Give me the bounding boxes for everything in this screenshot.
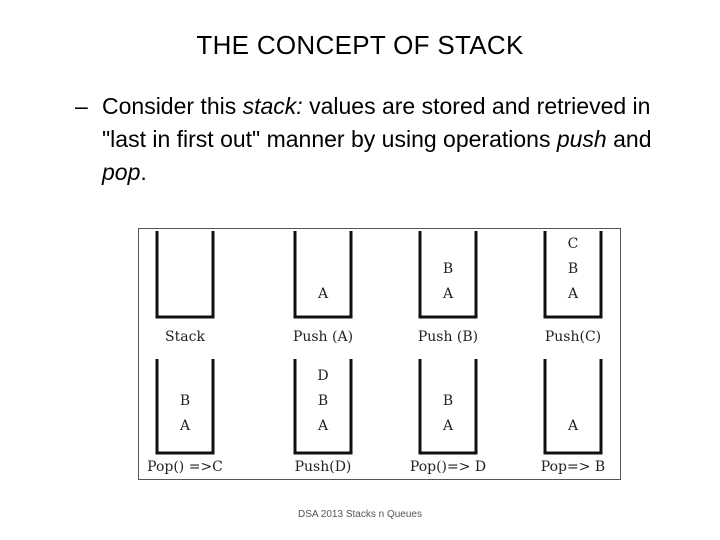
bullet-text-italic: pop [102,159,141,185]
slide-title: THE CONCEPT OF STACK [196,30,524,60]
stack-item: A [317,418,329,434]
bullet-text: Consider this stack: values are stored a… [102,90,672,189]
stack-item: A [442,286,454,302]
stack-operation-label: Push (A) [293,329,353,345]
stack-item: A [442,418,454,434]
slide-footer: DSA 2013 Stacks n Queues [298,509,422,520]
stack-item: B [180,393,190,409]
stack-item: B [443,393,453,409]
stack-operation-label: Stack [165,329,205,345]
stack-item: B [318,393,328,409]
stack-figure: A Pop=> B [541,359,605,475]
bullet-text-part: Consider this [102,93,243,119]
stack-container [543,231,603,319]
stack-container [543,359,603,455]
stack-item: B [568,261,578,277]
bullet-text-italic: stack: [242,93,303,119]
stack-item: A [567,418,579,434]
bullet-dash: – [75,93,88,119]
stack-container [155,231,215,319]
stack-container [293,359,353,455]
stack-figure: Stack [155,231,215,345]
stack-operation-label: Push(C) [545,329,601,345]
stack-item: A [179,418,191,434]
stack-figure: A Push (A) [293,231,353,345]
bullet-text-part: values are stored and retrieved in "last… [102,93,651,152]
stack-container [418,359,478,455]
stack-operation-label: Pop=> B [541,459,605,475]
bullet-text-part: . [140,159,147,185]
stack-container [293,231,353,319]
bullet-text-part: and [606,126,652,152]
stack-figure: BA Pop()=> D [410,359,486,475]
stack-container [418,231,478,319]
stack-operation-label: Push(D) [295,459,352,475]
stack-figure: CBA Push(C) [543,231,603,345]
stack-item: D [317,368,328,384]
stack-figure: DBA Push(D) [293,359,353,475]
stack-item: A [317,286,329,302]
stack-operation-label: Pop() =>C [147,459,223,475]
stack-item: A [567,286,579,302]
stack-figure: BA Pop() =>C [147,359,223,475]
stack-item: C [568,236,579,252]
stack-figure: BA Push (B) [418,231,478,345]
stack-container [155,359,215,455]
stack-operation-label: Pop()=> D [410,459,486,475]
stack-item: B [443,261,453,277]
bullet-text-italic: push [556,126,607,152]
stack-operation-label: Push (B) [418,329,478,345]
